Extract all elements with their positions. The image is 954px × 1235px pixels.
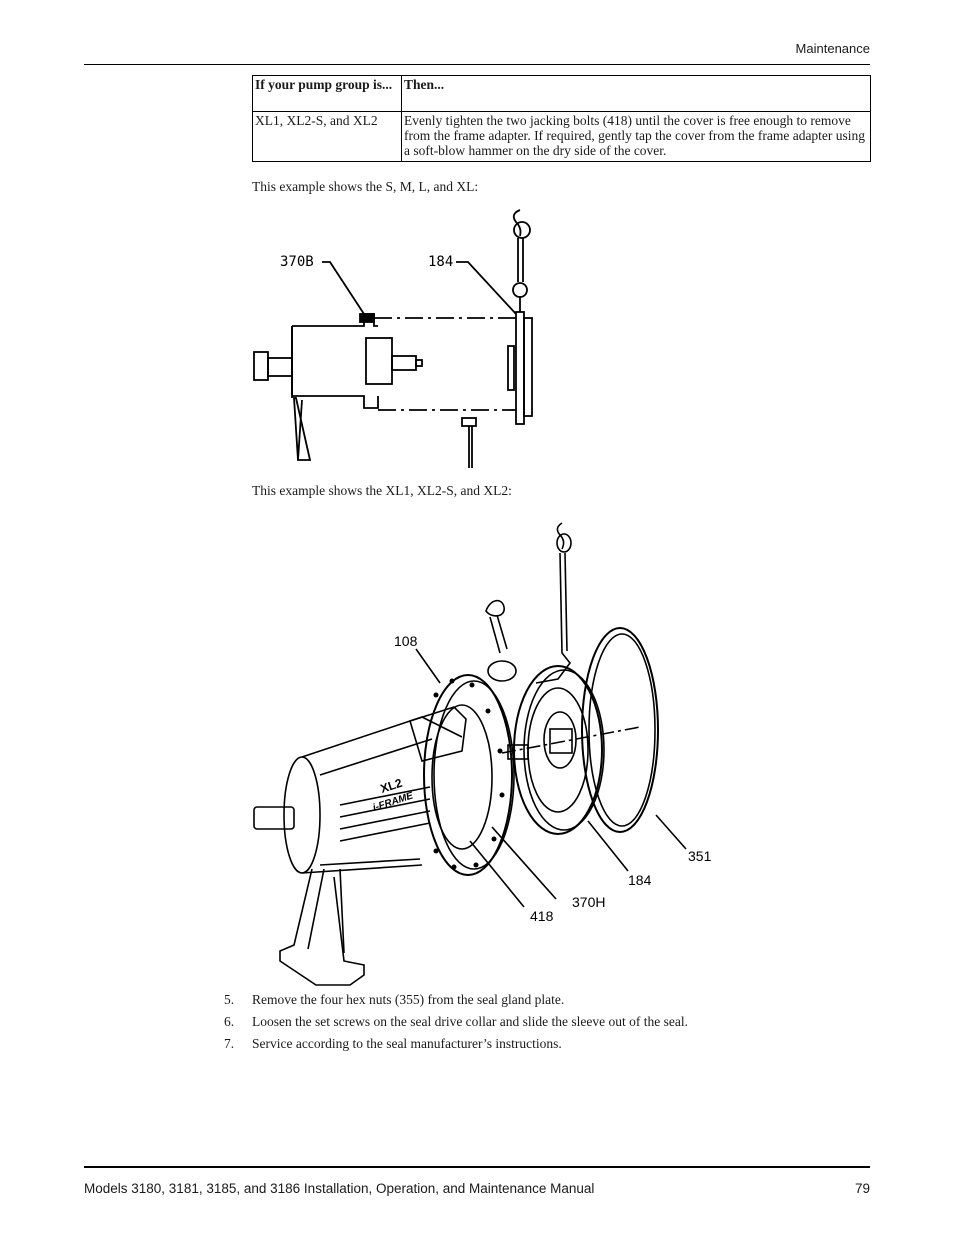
section-name: Maintenance bbox=[795, 41, 870, 56]
figure-xl-drawing: XL2 i-FRAME 108 351 184 370H 418 bbox=[253, 522, 712, 986]
page-header: Maintenance bbox=[0, 40, 954, 70]
header-rule bbox=[84, 64, 870, 65]
step-text: Service according to the seal manufactur… bbox=[252, 1036, 562, 1051]
page-number: 79 bbox=[854, 1181, 870, 1196]
figure-smlxl-drawing: 370B 184 bbox=[253, 209, 533, 468]
callout-370b: 370B bbox=[280, 254, 314, 270]
figure-xl: XL2 i-FRAME 108 351 184 370H 418 bbox=[240, 515, 720, 990]
manual-title: Models 3180, 3181, 3185, and 3186 Instal… bbox=[84, 1181, 595, 1196]
condition-table: If your pump group is... Then... XL1, XL… bbox=[252, 75, 871, 162]
table-row: XL1, XL2-S, and XL2 Evenly tighten the t… bbox=[252, 111, 871, 162]
table-cell: Evenly tighten the two jacking bolts (41… bbox=[401, 111, 871, 162]
step-number: 5. bbox=[224, 992, 235, 1007]
callout-108: 108 bbox=[394, 633, 418, 649]
figure-smlxl: 370B 184 bbox=[240, 200, 560, 475]
table-cell: XL1, XL2-S, and XL2 bbox=[252, 111, 402, 162]
callout-184: 184 bbox=[628, 872, 652, 888]
callout-351: 351 bbox=[688, 848, 712, 864]
step-number: 7. bbox=[224, 1036, 235, 1051]
footer-rule bbox=[84, 1166, 870, 1168]
column-header: If your pump group is... bbox=[252, 75, 402, 112]
frame-model-text: XL2 bbox=[379, 776, 405, 796]
procedure-steps: 5. Remove the four hex nuts (355) from th… bbox=[224, 992, 688, 1058]
list-item: 5. Remove the four hex nuts (355) from th… bbox=[224, 992, 688, 1014]
list-item: 7. Service according to the seal manufact… bbox=[224, 1036, 688, 1058]
column-header: Then... bbox=[401, 75, 871, 112]
step-number: 6. bbox=[224, 1014, 235, 1029]
figure-caption: This example shows the XL1, XL2-S, and X… bbox=[252, 483, 512, 498]
callout-370h: 370H bbox=[572, 894, 605, 910]
step-text: Remove the four hex nuts (355) from the … bbox=[252, 992, 565, 1007]
page-footer: Models 3180, 3181, 3185, and 3186 Instal… bbox=[84, 1166, 870, 1206]
list-item: 6. Loosen the set screws on the seal driv… bbox=[224, 1014, 688, 1036]
callout-418: 418 bbox=[530, 908, 554, 924]
step-text: Loosen the set screws on the seal drive … bbox=[252, 1014, 688, 1029]
callout-184: 184 bbox=[428, 254, 453, 270]
figure-caption: This example shows the S, M, L, and XL: bbox=[252, 179, 479, 194]
table-header-row: If your pump group is... Then... bbox=[252, 75, 871, 112]
